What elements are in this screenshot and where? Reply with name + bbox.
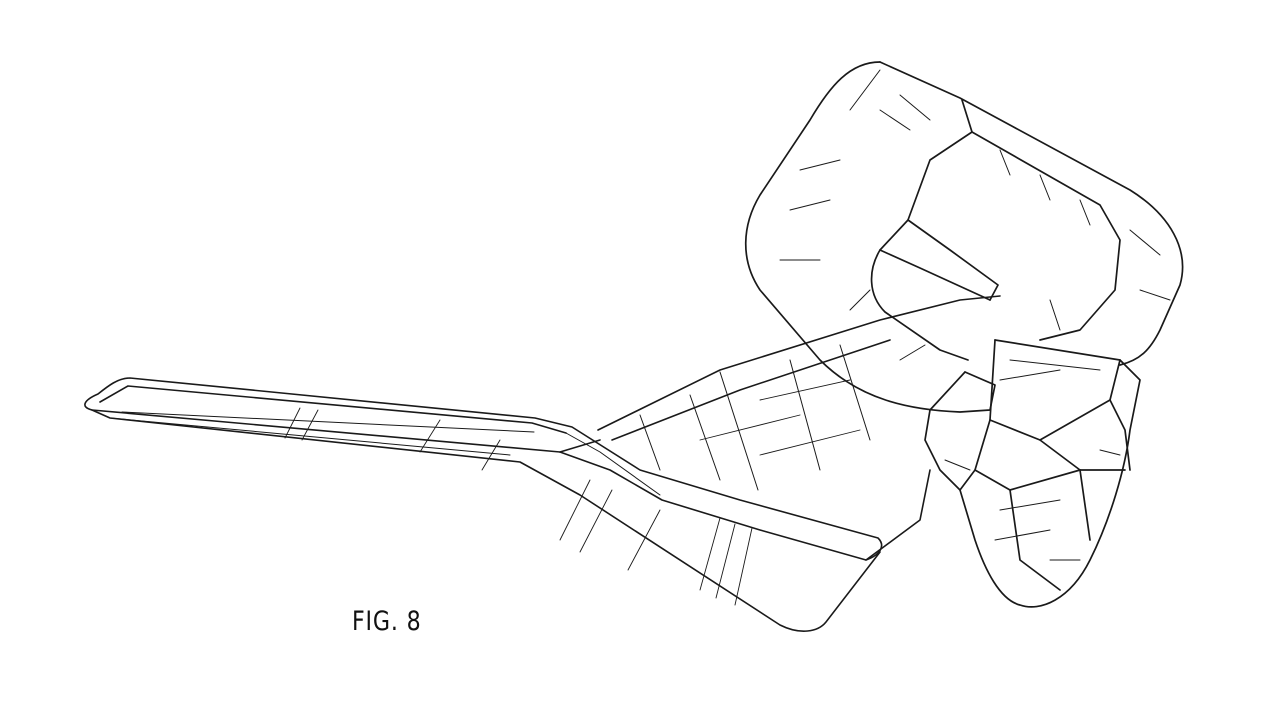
figure-label: FIG. 8 <box>352 606 422 637</box>
faceted-base <box>925 340 1140 607</box>
upper-arm <box>560 296 1000 560</box>
lower-arm <box>85 378 882 631</box>
